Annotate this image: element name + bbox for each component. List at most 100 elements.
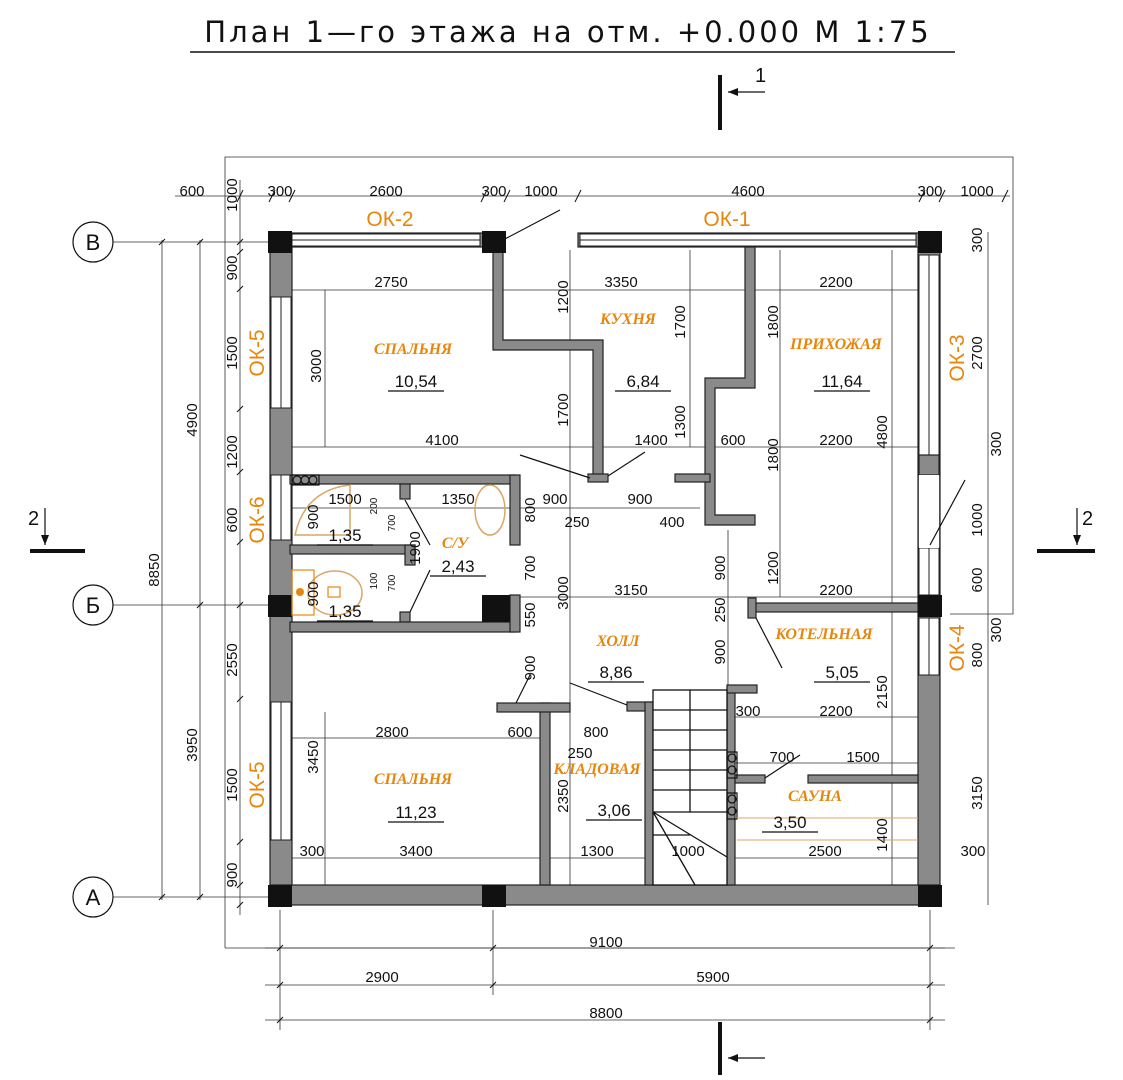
dimension-label: 2700 [969, 336, 986, 369]
dimension-label: 2900 [365, 969, 398, 986]
dimension-label: 2550 [224, 643, 241, 676]
dimension-label: 2600 [369, 183, 402, 200]
axis-label: А [86, 885, 101, 910]
dimension-label: 1000 [224, 178, 241, 211]
axis-label: В [86, 230, 101, 255]
dimension-label-small: 700 [387, 574, 398, 591]
dimension-label: 900 [224, 862, 241, 887]
foundation-outline [224, 156, 1014, 948]
dimension-label: 600 [179, 183, 204, 200]
room-name: ХОЛЛ [596, 633, 641, 650]
room-area: 5,05 [825, 663, 858, 682]
dimension-label: 700 [522, 555, 539, 580]
section-mark-bottom [718, 1022, 765, 1075]
dimension-label: 600 [720, 432, 745, 449]
axis-marker-a: А [72, 876, 114, 918]
dimension-label: 1000 [960, 183, 993, 200]
sanitary-fixtures [291, 474, 918, 841]
dimension-label: 1350 [441, 491, 474, 508]
window-label: ОК-2 [366, 208, 413, 231]
room-area: 11,64 [821, 372, 862, 391]
dimension-label: 250 [564, 514, 589, 531]
columns [268, 231, 942, 907]
room-area: 1,35 [328, 602, 361, 621]
dimension-label: 1200 [765, 551, 782, 584]
dimension-label: 1700 [555, 393, 572, 426]
dimension-label: 900 [712, 555, 729, 580]
dimension-label: 4900 [184, 403, 201, 436]
dimension-label: 9100 [589, 934, 622, 951]
dimension-label: 600 [507, 724, 532, 741]
dimension-label: 1300 [580, 843, 613, 860]
dimension-label: 3150 [614, 582, 647, 599]
section-label: 2 [28, 508, 39, 530]
dimension-label: 300 [917, 183, 942, 200]
section-label: 1 [755, 65, 766, 87]
dimension-label: 400 [659, 514, 684, 531]
dimension-label: 1400 [874, 818, 891, 851]
window-label: ОК-5 [246, 761, 269, 808]
dimension-label: 900 [522, 655, 539, 680]
axis-marker-v: В [72, 221, 114, 263]
window-label: ОК-1 [703, 208, 750, 231]
dimension-label: 1000 [671, 843, 704, 860]
dimension-label: 250 [567, 745, 592, 762]
dimension-label: 1200 [224, 435, 241, 468]
dimension-label-small: 700 [387, 514, 398, 531]
dimension-label: 300 [969, 227, 986, 252]
dimension-label: 2200 [819, 432, 852, 449]
dimension-label: 2150 [874, 675, 891, 708]
room-area: 3,50 [773, 813, 806, 832]
dimension-label: 3450 [305, 740, 322, 773]
dimension-label: 1500 [328, 491, 361, 508]
dimension-label: 300 [481, 183, 506, 200]
dimension-label: 900 [542, 491, 567, 508]
dimension-label: 1300 [672, 405, 689, 438]
room-name: КОТЕЛЬНАЯ [774, 626, 873, 643]
wall-segment [918, 454, 940, 476]
dimension-label: 1000 [524, 183, 557, 200]
dimension-label: 1200 [555, 280, 572, 313]
axis-label: Б [86, 593, 100, 618]
dimension-label: 8800 [589, 1005, 622, 1022]
room-name: КЛАДОВАЯ [553, 761, 642, 778]
dimension-label: 700 [769, 749, 794, 766]
dimension-label: 250 [712, 597, 729, 622]
dimension-label: 1900 [407, 531, 424, 564]
room-area: 1,35 [328, 526, 361, 545]
section-mark-left: 2 [28, 508, 85, 553]
dimension-label: 900 [305, 581, 322, 606]
plan-title: План 1—го этажа на отм. +0.000 М 1:75 [204, 15, 931, 49]
dimension-label: 900 [224, 255, 241, 280]
dimension-label: 900 [305, 504, 322, 529]
dimension-label: 900 [627, 491, 652, 508]
window-label: ОК-3 [946, 334, 969, 381]
dimension-label: 4600 [731, 183, 764, 200]
room-name: САУНА [788, 788, 842, 805]
room-area: 8,86 [599, 663, 632, 682]
room-area: 10,54 [395, 372, 438, 391]
dimension-label: 3950 [184, 728, 201, 761]
room-area: 6,84 [626, 372, 659, 391]
room-name: ПРИХОЖАЯ [789, 336, 883, 353]
dimension-label: 300 [960, 843, 985, 860]
dimension-label: 4800 [874, 415, 891, 448]
dimension-label: 300 [988, 431, 1005, 456]
staircase [652, 689, 728, 886]
entrance-opening [919, 475, 939, 548]
dimension-label: 800 [583, 724, 608, 741]
section-label: 2 [1082, 508, 1093, 530]
dimension-label-small: 100 [369, 572, 380, 589]
dimension-label: 2350 [555, 779, 572, 812]
dimension-label: 800 [522, 497, 539, 522]
dimension-label: 800 [969, 642, 986, 667]
window-label: ОК-6 [246, 496, 269, 543]
dimension-label: 3000 [308, 349, 325, 382]
room-name: СПАЛЬНЯ [374, 771, 453, 788]
dimension-label: 300 [299, 843, 324, 860]
dimension-label: 3350 [604, 274, 637, 291]
dimension-label: 1700 [672, 305, 689, 338]
dimension-label: 2200 [819, 274, 852, 291]
dimension-label: 2500 [808, 843, 841, 860]
